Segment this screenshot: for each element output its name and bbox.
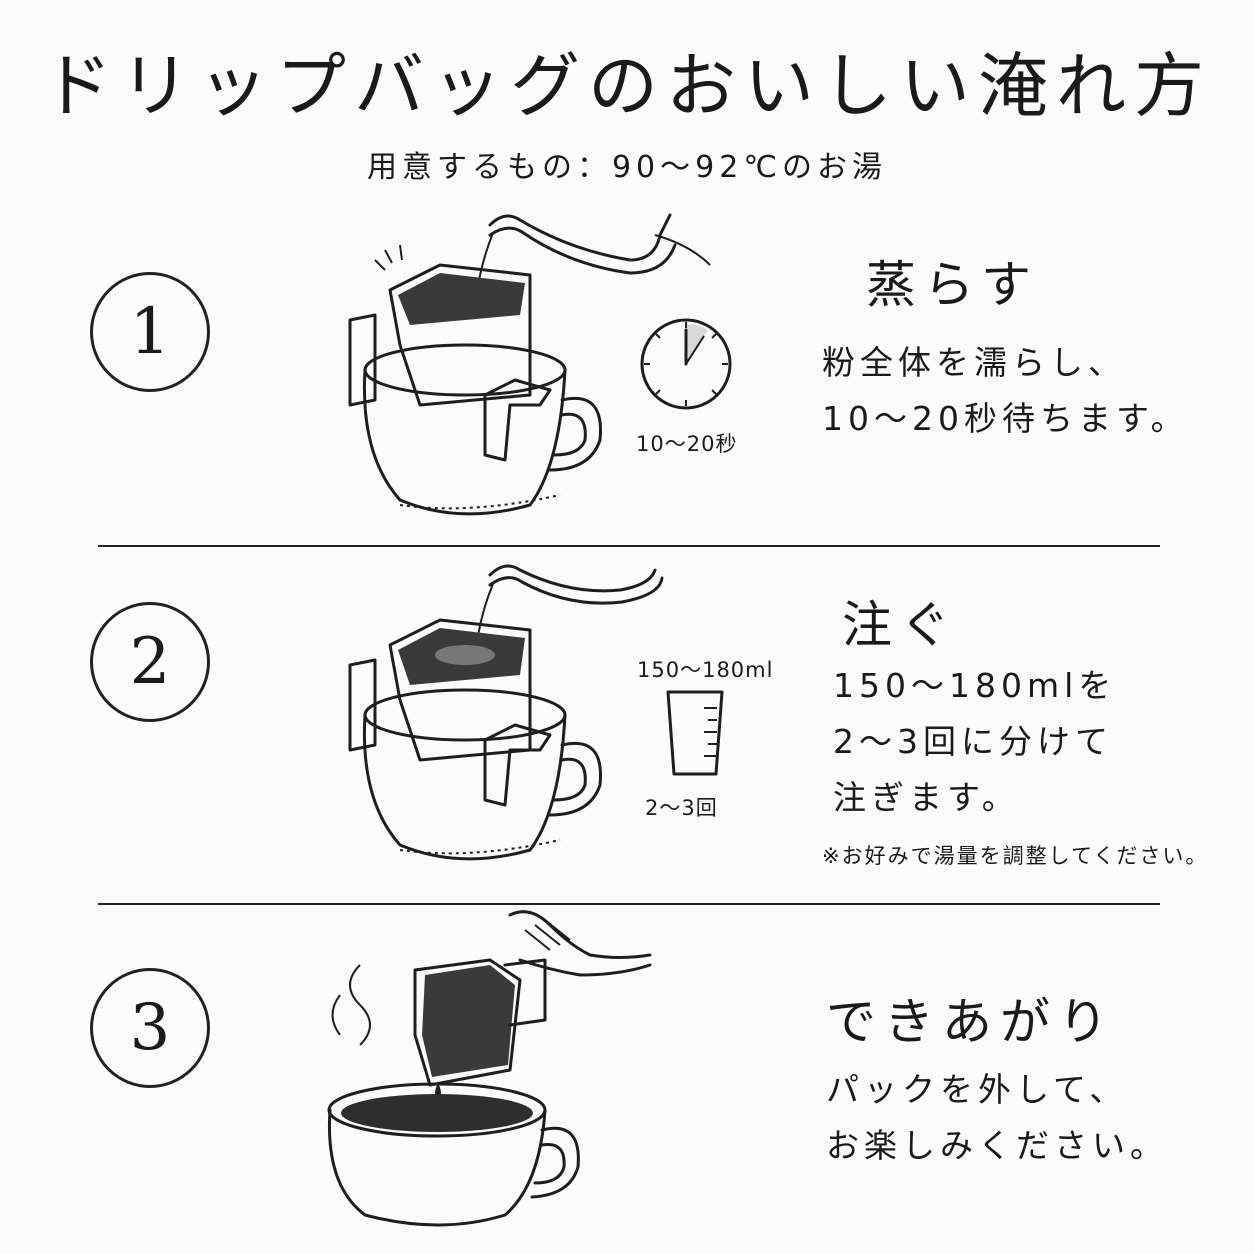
step-2-body-line-1: 150～180mlを bbox=[833, 666, 1117, 705]
step-2-heading: 注ぐ bbox=[842, 596, 958, 654]
step-1-figure-label: 10～20秒 bbox=[636, 432, 738, 456]
step-2-figure-label-bottom: 2～3回 bbox=[645, 796, 718, 820]
step-1-body: 粉全体を濡らし、 10～20秒待ちます。 bbox=[822, 335, 1189, 447]
step-3-heading: できあがり bbox=[826, 993, 1116, 1051]
step-3-body: パックを外して、 お楽しみください。 bbox=[826, 1062, 1168, 1174]
step-1-body-line-2: 10～20秒待ちます。 bbox=[822, 399, 1189, 438]
step-2-body-line-3: 注ぎます。 bbox=[833, 778, 1020, 817]
step-1-illustration bbox=[348, 213, 711, 516]
step-2-note: ※お好みで湯量を調整してください。 bbox=[822, 844, 1209, 868]
step-2-body-line-2: 2～3回に分けて bbox=[833, 722, 1113, 761]
step-2-figure-label-top: 150～180ml bbox=[637, 658, 774, 682]
measuring-cup-icon bbox=[666, 690, 724, 776]
divider-2 bbox=[98, 903, 1160, 905]
step-1-number: 1 bbox=[90, 272, 210, 392]
divider-1 bbox=[98, 545, 1160, 547]
clock-icon bbox=[640, 318, 732, 410]
step-3-body-line-2: お楽しみください。 bbox=[826, 1126, 1168, 1165]
step-3-body-line-1: パックを外して、 bbox=[826, 1070, 1128, 1109]
step-3-number: 3 bbox=[90, 968, 210, 1088]
step-2-body: 150～180mlを 2～3回に分けて 注ぎます。 bbox=[833, 658, 1116, 826]
page-title: ドリップバッグのおいしい淹れ方 bbox=[42, 45, 1212, 127]
step-2-illustration bbox=[348, 564, 664, 861]
step-1-body-line-1: 粉全体を濡らし、 bbox=[822, 343, 1126, 382]
step-3-illustration bbox=[327, 910, 652, 1227]
step-2-number: 2 bbox=[90, 602, 210, 722]
step-1-heading: 蒸らす bbox=[866, 256, 1039, 314]
page-subtitle: 用意するもの：90～92℃のお湯 bbox=[366, 150, 888, 185]
